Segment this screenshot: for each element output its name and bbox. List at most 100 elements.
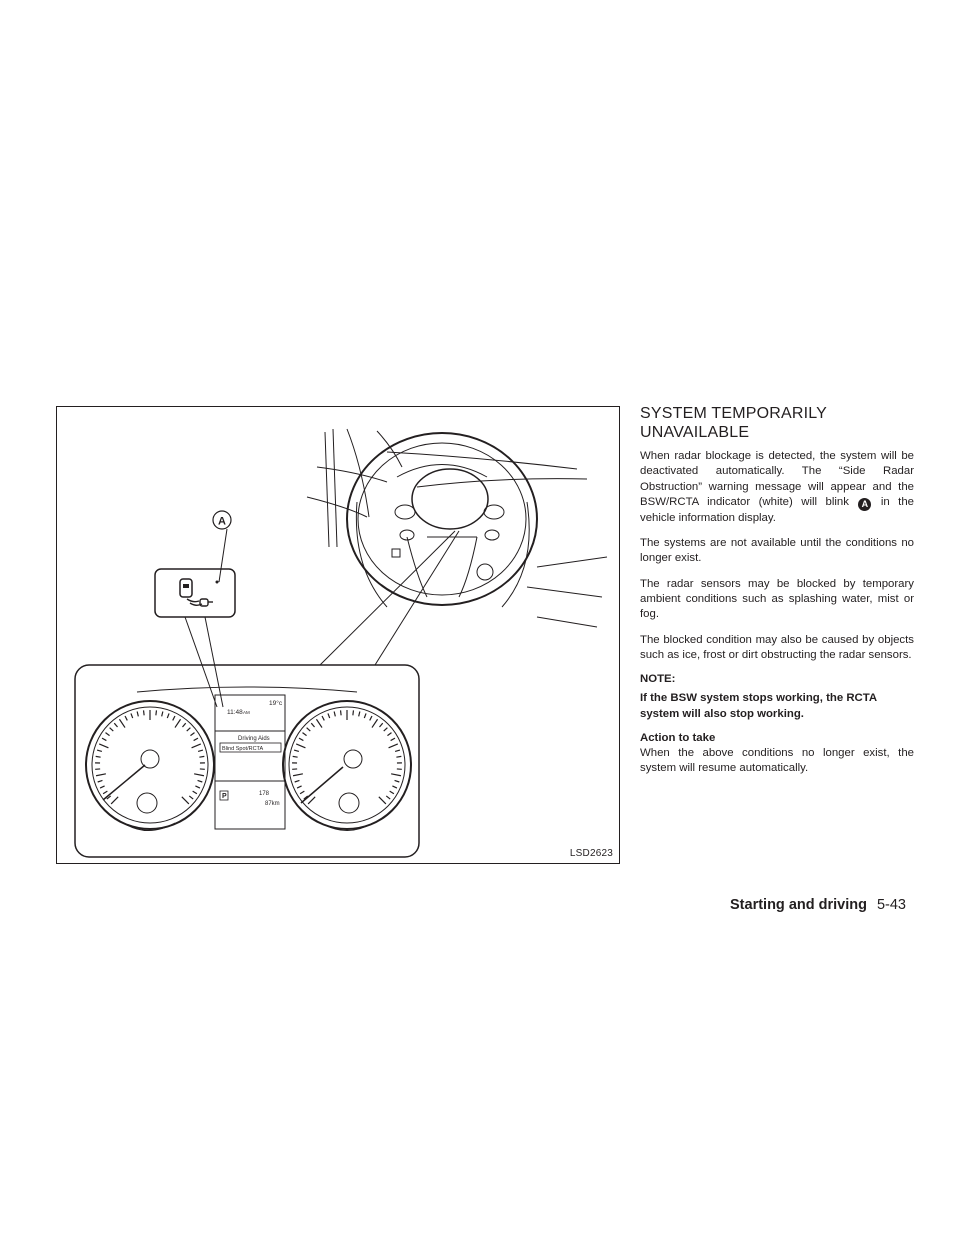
gauge-tick xyxy=(190,732,195,737)
gauge-tick xyxy=(194,773,205,777)
gauge-tick xyxy=(369,715,373,721)
gauge-tick xyxy=(293,749,300,753)
gauge-tick xyxy=(292,773,303,777)
display-menu-item: Blind Spot/RCTA xyxy=(222,746,263,752)
gauge-tick xyxy=(333,711,336,717)
gauge-tick xyxy=(385,795,391,800)
gauge-tick xyxy=(101,737,107,742)
gauge-tick xyxy=(192,790,198,795)
gauge-tick xyxy=(302,732,307,737)
page-number: 5-43 xyxy=(876,897,906,913)
display-time: 11:48 xyxy=(227,709,243,716)
gauge-tick xyxy=(172,715,176,721)
gauge-tick xyxy=(193,737,199,742)
gauge-tick xyxy=(389,790,395,795)
gauge-tick xyxy=(358,711,361,717)
gauge-tick xyxy=(296,785,302,789)
gauge-tick xyxy=(136,711,139,717)
display-trip: 87km xyxy=(265,801,280,807)
gauge-tick xyxy=(299,790,305,795)
note-label: NOTE: xyxy=(640,673,676,686)
gauge-tick xyxy=(186,727,191,732)
gauge-tick xyxy=(378,796,387,805)
gauge-tick xyxy=(199,755,205,758)
gauge-tick xyxy=(387,732,392,737)
gauge-tick xyxy=(105,732,110,737)
gauge-tick xyxy=(95,773,106,777)
dashboard-illustration: A xyxy=(74,428,608,858)
gauge-tick xyxy=(339,710,342,716)
gauge-tick xyxy=(197,749,204,753)
gauge-tick xyxy=(394,779,400,783)
gauge-tick xyxy=(113,722,118,728)
gauge-tick xyxy=(191,743,202,749)
gauge-tick xyxy=(307,796,316,805)
gauge-tick xyxy=(174,718,182,728)
gauge-tick xyxy=(109,727,114,732)
display-menu-title: Driving Aids xyxy=(238,736,270,742)
gauge-tick xyxy=(195,785,201,789)
gauge-tick xyxy=(388,743,399,749)
paragraph-1: When radar blockage is detected, the sys… xyxy=(640,449,914,526)
paragraph-1-tail: in the vehicle information display. xyxy=(640,495,914,524)
gauge-tick xyxy=(181,796,190,805)
gauge-tick xyxy=(118,718,126,728)
gauge-tick xyxy=(99,785,105,789)
gauge-tick xyxy=(130,713,134,719)
text-column: SYSTEM TEMPORARILY UNAVAILABLE When rada… xyxy=(640,404,914,786)
gauge-tick xyxy=(371,718,379,728)
gauge-tick xyxy=(327,713,331,719)
gauge-tick xyxy=(310,722,315,728)
gauge-tick xyxy=(298,737,304,742)
gauge-tick xyxy=(391,773,402,777)
bsw-rcta-indicator-icon xyxy=(179,578,213,607)
gauge-tick xyxy=(303,795,309,800)
gauge-tick xyxy=(155,710,158,716)
gauge-tick xyxy=(390,737,396,742)
callout-a-inline: A xyxy=(858,497,872,511)
paragraph-1-text: When radar blockage is detected, the sys… xyxy=(640,450,914,508)
display-ampm: AM xyxy=(243,710,250,715)
gauge-tick xyxy=(161,711,164,717)
note-text: If the BSW system stops working, the RCT… xyxy=(640,692,877,720)
gauge-tick xyxy=(110,796,119,805)
indicator-zoom-box xyxy=(154,568,236,618)
instrument-cluster xyxy=(74,664,420,858)
gauge-tick xyxy=(98,743,109,749)
section-title-line1: SYSTEM TEMPORARILY xyxy=(640,405,828,422)
paragraph-2: The systems are not available until the … xyxy=(640,537,914,565)
gauge-tick xyxy=(188,795,194,800)
paragraph-3: The radar sensors may be blocked by temp… xyxy=(640,577,914,621)
display-range: 178 xyxy=(259,791,270,797)
illustration-figure: A xyxy=(56,406,620,864)
gauge-tick xyxy=(383,727,388,732)
action-text: When the above conditions no longer exis… xyxy=(640,746,914,775)
gauge-tick xyxy=(394,749,401,753)
gauge-tick xyxy=(182,722,187,728)
section-title-line2: UNAVAILABLE xyxy=(640,424,750,441)
gauge-tick xyxy=(97,779,103,783)
gauge-tick xyxy=(142,710,145,716)
gauge-tick xyxy=(306,727,311,732)
gauge-tick xyxy=(292,755,298,758)
gauge-tick xyxy=(396,755,402,758)
display-gear: P xyxy=(222,793,227,800)
gauge-tick xyxy=(95,755,101,758)
gauge-tick xyxy=(106,795,112,800)
gauge-tick xyxy=(315,718,323,728)
footer-section: Starting and driving xyxy=(730,897,867,913)
gauge-tick xyxy=(102,790,108,795)
figure-code: LSD2623 xyxy=(569,848,613,859)
page-footer: Starting and driving 5-43 xyxy=(730,897,906,913)
speedometer-gauge xyxy=(85,700,215,831)
paragraph-4: The blocked condition may also be caused… xyxy=(640,633,914,661)
gauge-tick xyxy=(295,743,306,749)
tachometer-gauge xyxy=(282,700,412,831)
gauge-tick xyxy=(321,715,325,721)
gauge-tick xyxy=(392,785,398,789)
gauge-tick xyxy=(294,779,300,783)
gauge-tick xyxy=(124,715,128,721)
callout-a-label: A xyxy=(218,516,226,528)
gauge-tick xyxy=(352,710,355,716)
vehicle-information-display: 11:48 AM 19°c Driving Aids Blind Spot/RC… xyxy=(214,694,286,830)
